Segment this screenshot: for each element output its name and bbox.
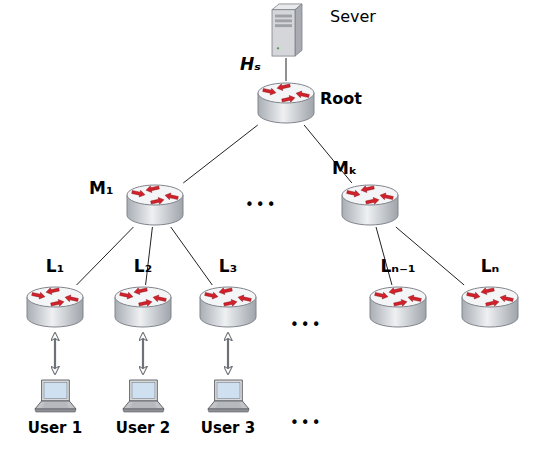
link-label: Hₛ [240, 56, 261, 73]
node-label: User 3 [201, 420, 255, 437]
access-arrow [227, 333, 229, 374]
router-node: M₁ [125, 183, 185, 227]
laptop-node: User 3 [206, 378, 250, 414]
access-arrow [142, 333, 144, 374]
router-icon [198, 285, 258, 329]
ellipsis-label: ••• [290, 416, 323, 431]
router-node: Lₙ₋₁ [368, 285, 428, 329]
server-icon [268, 2, 304, 58]
node-label: L₂ [134, 257, 152, 276]
node-label: Lₙ₋₁ [381, 257, 416, 276]
node-label: Mₖ [332, 159, 357, 178]
router-node: L₃ [198, 285, 258, 329]
node-label: L₁ [46, 257, 64, 276]
router-icon [460, 285, 520, 329]
router-icon [368, 285, 428, 329]
link-line [396, 227, 464, 285]
laptop-node: User 2 [121, 378, 165, 414]
router-node: L₁ [25, 285, 85, 329]
router-node: Lₙ [460, 285, 520, 329]
link-line [286, 58, 287, 81]
node-label: User 2 [116, 420, 170, 437]
laptop-icon [206, 378, 250, 414]
router-node: Mₖ [340, 183, 400, 227]
node-label: M₁ [89, 179, 113, 198]
node-label: User 1 [28, 420, 82, 437]
router-icon [340, 183, 400, 227]
ellipsis-label: ••• [245, 198, 278, 213]
link-line [171, 227, 213, 285]
node-label: Sever [330, 8, 376, 26]
link-line [183, 125, 257, 183]
router-icon [125, 183, 185, 227]
ellipsis-label: ••• [290, 318, 323, 333]
router-icon [25, 285, 85, 329]
laptop-icon [121, 378, 165, 414]
node-label: L₃ [219, 257, 237, 276]
router-node: L₂ [113, 285, 173, 329]
laptop-icon [33, 378, 77, 414]
node-label: Root [320, 90, 362, 108]
laptop-node: User 1 [33, 378, 77, 414]
router-node: Root [256, 81, 316, 125]
access-arrow [54, 333, 56, 374]
link-line [376, 227, 392, 285]
router-icon [256, 81, 316, 125]
link-line [77, 227, 134, 285]
link-line [146, 227, 153, 285]
server-node: Sever [268, 2, 304, 58]
router-icon [113, 285, 173, 329]
node-label: Lₙ [481, 257, 500, 276]
